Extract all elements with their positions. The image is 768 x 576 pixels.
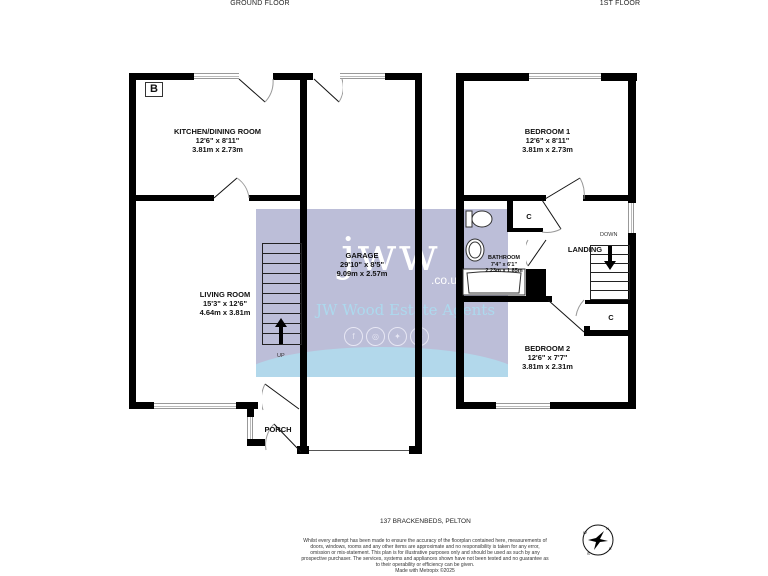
wall [273,73,313,80]
bedroom2-door-swing [547,299,585,333]
made-with-text: Made with Metropix ©2025 [395,568,455,574]
wall [409,446,422,454]
bedroom2-imperial: 12'6" x 7'7" [527,353,568,362]
wall [129,73,194,80]
porch-label: PORCH [264,425,292,434]
living-door-swing [213,177,250,199]
wall [129,402,154,409]
wall [129,195,214,201]
bathroom-label: BATHROOM 7'4" x 6'1" 2.23m x 1.85m [478,255,530,275]
stairs-up-label: UP [277,353,285,359]
wall [456,296,552,302]
toilet-icon [465,210,493,228]
svg-text:S: S [587,551,590,556]
cupboard1-door-swing [541,199,562,233]
kitchen-window [194,73,239,79]
svg-text:E: E [609,546,612,551]
watermark-agent-name: JW Wood Estate Agents [316,301,496,319]
stairs-up-arrow-icon [275,318,287,344]
wall [628,233,636,409]
bedroom1-window [529,73,601,79]
bathroom-imperial: 7'4" x 6'1" [490,261,518,268]
twitter-icon: ✦ [388,327,407,346]
instagram-icon: ◎ [366,327,385,346]
garage-name: GARAGE [345,251,379,260]
wall [585,330,636,336]
garage-door [309,450,409,451]
bedroom1-door-swing [544,177,585,200]
bedroom1-imperial: 12'6" x 8'11" [525,136,570,145]
disclaimer: Whilst every attempt has been made to en… [300,538,550,574]
svg-text:N: N [606,526,609,531]
landing-label: LANDING [567,245,603,254]
porch-window [247,417,253,439]
wall [249,195,304,201]
cupboard1-label: C [526,212,532,221]
wall [628,73,636,203]
bedroom2-label: BEDROOM 2 12'6" x 7'7" 3.81m x 2.31m [505,344,590,371]
wall [526,269,546,299]
wall [585,300,636,304]
garage-label: GARAGE 29'10" x 8'5" 9.09m x 2.57m [322,251,402,278]
bedroom1-metric: 3.81m x 2.73m [522,145,573,154]
wall [415,73,422,453]
bedroom2-name: BEDROOM 2 [524,344,571,353]
living-room-name: LIVING ROOM [199,290,251,299]
wall [550,402,636,409]
kitchen-door-swing [238,78,274,103]
landing-window [628,203,634,233]
bedroom1-name: BEDROOM 1 [524,127,571,136]
wall [129,73,136,408]
boiler-marker: B [145,82,163,97]
wall [583,195,636,201]
watermark-wave [256,347,508,377]
living-room-label: LIVING ROOM 15'3" x 12'6" 4.64m x 3.81m [180,290,270,317]
bathroom-metric: 2.23m x 1.85m [485,268,523,274]
living-window [154,403,236,409]
wall [456,73,529,81]
compass-icon: N E S W [582,524,614,556]
bath-icon [462,268,526,296]
stairs-down-label: DOWN [600,232,618,238]
wall [247,439,265,446]
wall [584,326,590,336]
bathroom-door-swing [526,239,547,267]
wall [247,402,254,417]
wall [507,195,513,231]
disclaimer-text: Whilst every attempt has been made to en… [301,538,549,568]
svg-text:W: W [583,530,587,535]
wall [456,195,546,201]
garage-metric: 9.09m x 2.57m [336,269,388,278]
wall [297,446,309,454]
watermark-domain: .co.uk [431,273,464,287]
bedroom2-window [496,403,550,409]
kitchen-metric: 3.81m x 2.73m [192,145,243,154]
porch-outer-door-swing [265,423,302,453]
property-address: 137 BRACKENBEDS, PELTON [380,518,471,525]
wall [385,73,422,80]
wall [507,228,543,232]
cupboard2-label: C [608,313,614,322]
living-room-metric: 4.64m x 3.81m [199,308,251,317]
garage-rear-door-swing [313,78,343,103]
kitchen-name: KITCHEN/DINING ROOM [173,127,262,136]
living-room-imperial: 15'3" x 12'6" [202,299,248,308]
bedroom1-label: BEDROOM 1 12'6" x 8'11" 3.81m x 2.73m [505,127,590,154]
kitchen-imperial: 12'6" x 8'11" [195,136,240,145]
first-floor-title: 1ST FLOOR [599,0,641,7]
facebook-icon: f [344,327,363,346]
garage-rear-window [340,73,385,79]
wall [456,402,496,409]
bedroom2-metric: 3.81m x 2.31m [522,362,573,371]
porch-inner-door-swing [262,383,300,411]
stairs-down-arrow-icon [604,246,616,270]
bathroom-name: BATHROOM [488,255,520,261]
ground-floor-title: GROUND FLOOR [230,0,290,7]
wall [456,73,464,409]
wall [300,73,307,453]
kitchen-label: KITCHEN/DINING ROOM 12'6" x 8'11" 3.81m … [150,127,285,154]
garage-imperial: 29'10" x 8'5" [339,260,385,269]
basin-icon [465,238,485,262]
wall [601,73,637,81]
